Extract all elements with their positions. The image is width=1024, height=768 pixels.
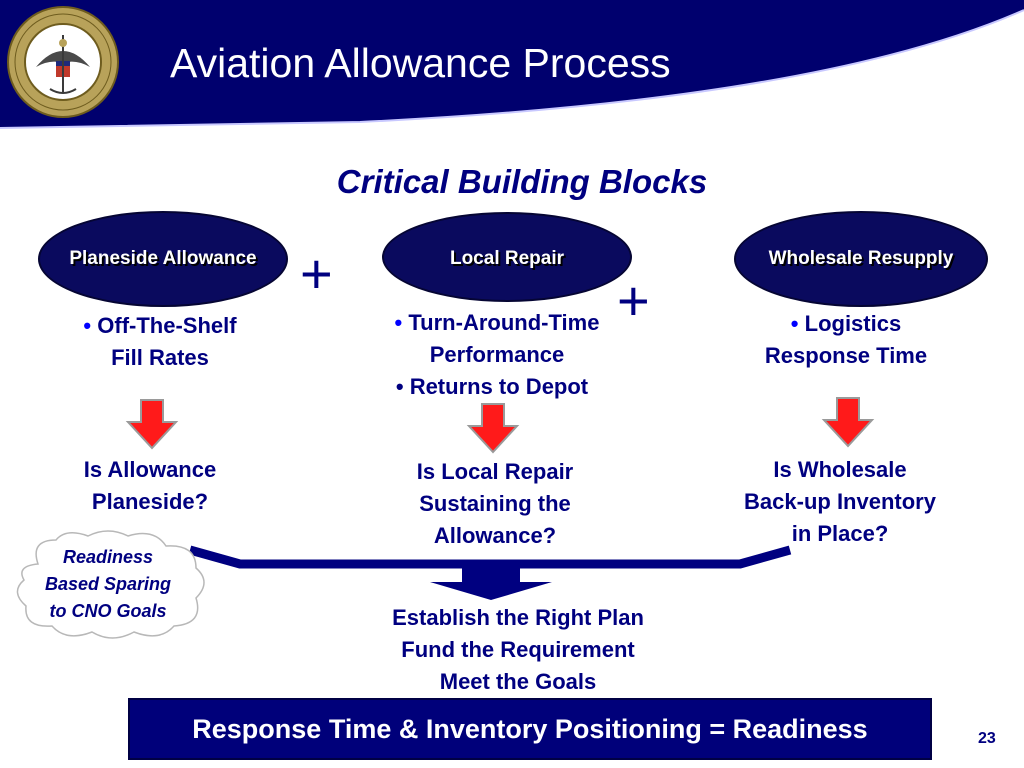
bullet-dot: • [83,313,92,338]
result-goals: Establish the Right Plan Fund the Requir… [340,602,696,698]
bullet-returns-to-depot: • Returns to Depot [372,371,612,403]
bullet-logistics-response-time: • Logistics Response Time [726,308,966,372]
oval-wholesale-resupply: Wholesale Resupply [734,211,988,307]
cloud-shape [16,530,205,639]
question-line: in Place? [791,521,889,546]
oval-label: Wholesale Resupply [768,248,954,269]
bullet-dot: • [394,310,403,335]
bullet-off-the-shelf: • Off-The-Shelf Fill Rates [40,310,280,374]
merge-bracket-arrow [188,545,792,600]
question-line: Is Allowance [83,457,217,482]
cloud-line: Based Sparing [44,574,172,594]
bullet-text: Returns to Depot [409,374,589,399]
cloud-line: to CNO Goals [49,601,167,621]
header-band [0,0,1024,129]
bullet-dot: • [790,311,799,336]
bullet-text: Performance [429,342,565,367]
red-down-arrow-icon [466,403,520,454]
readiness-equation: Response Time & Inventory Positioning = … [192,713,868,744]
oval-label: Planeside Allowance [69,248,257,269]
plus-sign-1: + [300,242,333,305]
bullet-dot: • [395,374,404,399]
question-line: Allowance? [433,523,557,548]
question-line: Back-up Inventory [744,489,936,514]
oval-planeside-allowance: Planeside Allowance [38,211,288,307]
bullet-text: Logistics [804,311,902,336]
question-allowance-planeside: Is Allowance Planeside? [40,454,260,518]
bullet-turn-around-time: • Turn-Around-Time Performance [372,307,622,371]
question-line: Is Local Repair [416,459,574,484]
result-line: Meet the Goals [439,669,597,694]
result-line: Establish the Right Plan [392,605,644,630]
red-down-arrow-icon [125,399,179,450]
question-line: Sustaining the [419,491,571,516]
red-down-arrow-icon [821,397,875,448]
question-line: Planeside? [91,489,209,514]
cloud-note: Readiness Based Sparing to CNO Goals [18,544,198,625]
page-number: 23 [978,730,996,747]
navy-seal-icon [7,6,119,118]
readiness-equation-box: Response Time & Inventory Positioning = … [128,698,932,760]
section-subtitle: Critical Building Blocks [336,163,708,200]
bullet-text: Turn-Around-Time [408,310,600,335]
question-wholesale-inventory: Is Wholesale Back-up Inventory in Place? [720,454,960,550]
question-local-repair: Is Local Repair Sustaining the Allowance… [370,456,620,552]
bullet-text: Response Time [764,343,928,368]
oval-label: Local Repair [449,248,565,269]
plus-sign-2: + [617,269,650,332]
result-line: Fund the Requirement [401,637,635,662]
cloud-line: Readiness [62,547,154,567]
question-line: Is Wholesale [773,457,907,482]
bullet-text: Fill Rates [111,345,209,370]
bullet-text: Off-The-Shelf [97,313,237,338]
oval-local-repair: Local Repair [382,212,632,302]
slide-title: Aviation Allowance Process [170,40,671,86]
